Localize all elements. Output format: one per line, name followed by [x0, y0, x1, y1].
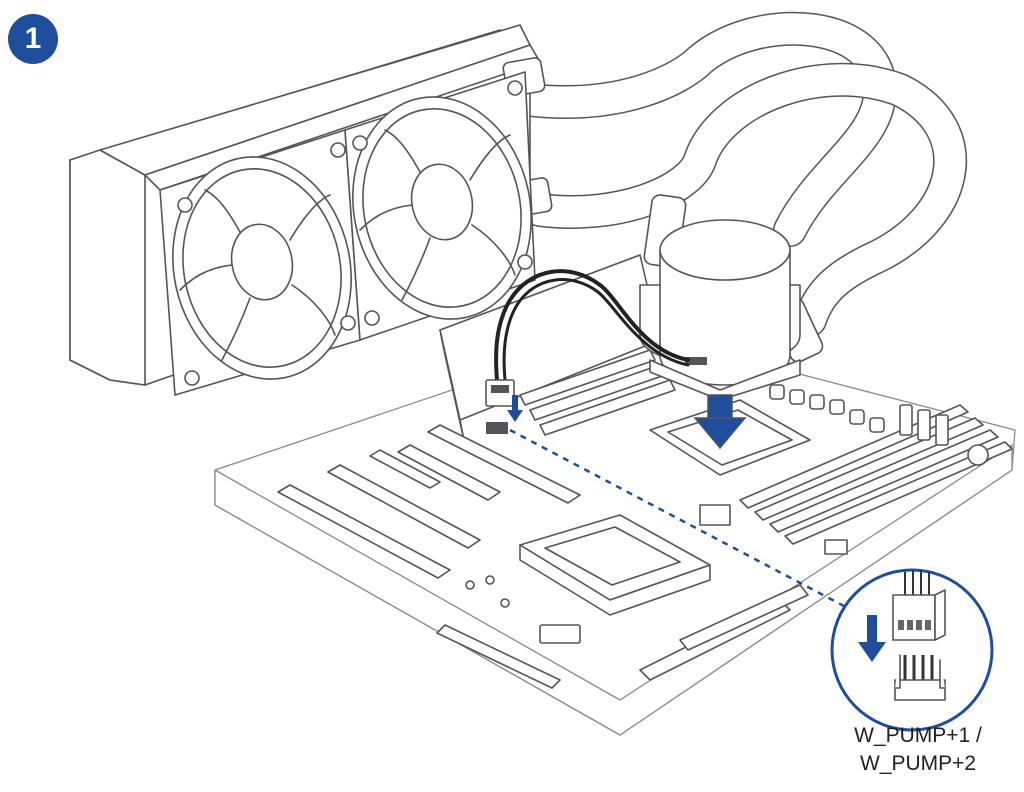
bottom-headers: [436, 504, 848, 689]
ram-slots: [739, 404, 1013, 545]
header-label-line-2: W_PUMP+2: [859, 752, 977, 775]
header-label-line-1: W_PUMP+1 /: [854, 724, 982, 747]
motherboard: [214, 254, 1016, 736]
fan-2: [344, 71, 536, 341]
callout-leader-line: [509, 428, 881, 627]
pump-cable: [485, 269, 690, 407]
pump-block: [639, 194, 824, 401]
fan-1: [159, 129, 361, 396]
header-callout: [830, 568, 994, 732]
connector-icon: [892, 570, 946, 641]
pump-header-on-board: [486, 422, 508, 434]
pin-header-icon: [894, 654, 946, 701]
down-arrow-icon: [693, 394, 747, 450]
step-number-badge: 1: [8, 14, 58, 64]
down-arrow-icon: [507, 395, 523, 422]
radiator: [69, 24, 553, 396]
down-arrow-icon: [858, 615, 886, 662]
radiator-hoses: [513, 11, 968, 337]
header-label: W_PUMP+1 / W_PUMP+2: [812, 722, 1024, 778]
vrm-components: [769, 384, 989, 466]
step-number: 1: [24, 22, 42, 55]
pcie-slots: [277, 424, 581, 579]
